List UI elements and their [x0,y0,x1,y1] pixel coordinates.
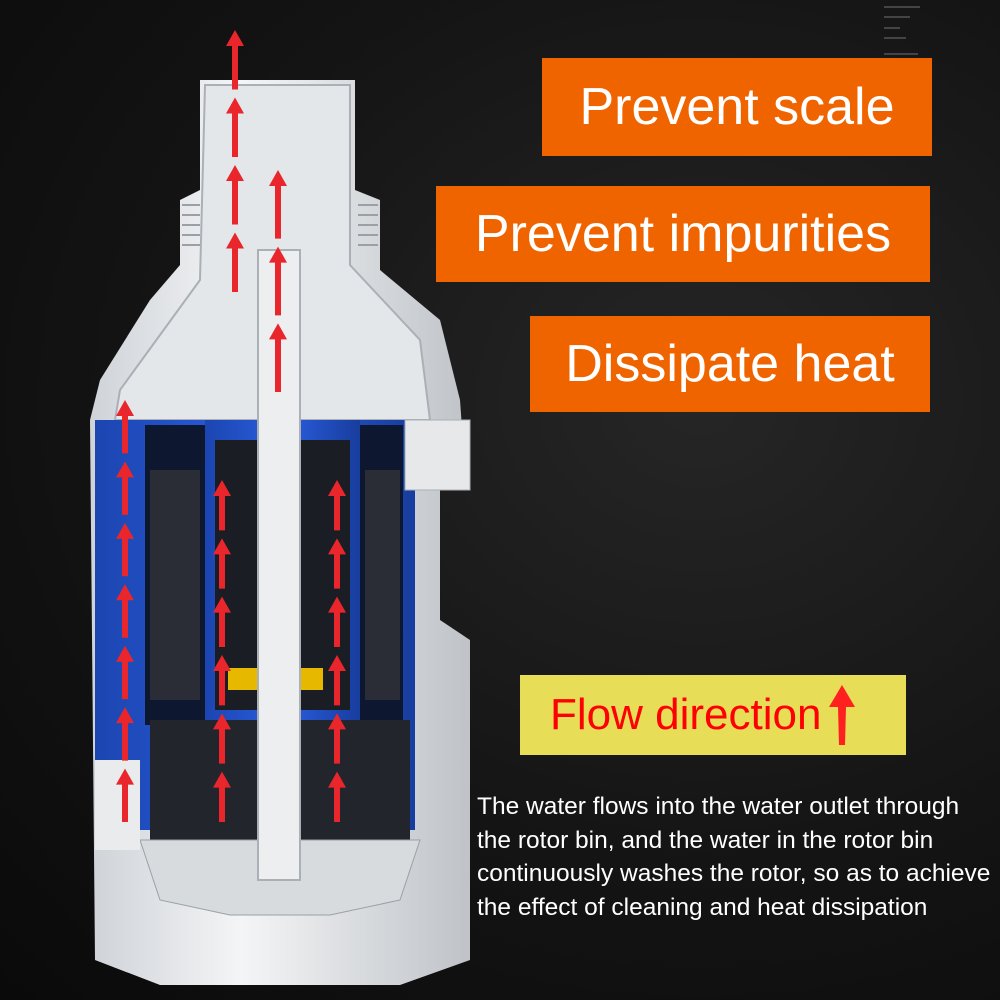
feature-tag-dissipate-heat: Dissipate heat [530,316,930,412]
flow-arrow-icon [269,170,287,239]
flow-arrow-icon [116,400,134,454]
flow-arrow-icon [328,596,346,647]
red-up-arrow-icon [829,685,856,745]
flow-arrow-icon [269,323,287,392]
flow-arrow-icon [116,584,134,638]
flow-arrow-icon [328,771,346,822]
flow-arrow-icon [116,645,134,700]
flow-arrows [116,30,346,822]
feature-tag-prevent-scale: Prevent scale [542,58,932,156]
flow-arrow-icon [213,713,231,764]
flow-arrow-icon [213,596,231,647]
flow-arrow-icon [116,522,134,577]
flow-direction-legend: Flow direction [520,675,906,755]
decor-line [884,53,918,55]
flow-arrow-icon [116,707,134,761]
flow-arrow-icon [328,480,346,531]
flow-arrow-icon [213,771,231,822]
feature-tag-prevent-impurities: Prevent impurities [436,186,930,282]
flow-arrow-icon [328,655,346,706]
flow-arrow-icon [213,538,231,589]
flow-direction-label: Flow direction [550,690,822,739]
flow-arrow-icon [116,768,134,822]
description-text: The water flows into the water outlet th… [477,793,991,921]
flow-arrow-icon [226,232,244,292]
decor-line [884,16,910,18]
decor-line [884,6,920,8]
flow-arrow-icon [328,538,346,589]
flow-arrow-icon [226,97,244,157]
flow-arrow-icon [226,165,244,225]
flow-arrow-icon [269,246,287,316]
flow-arrow-icon [213,655,231,706]
flow-arrow-icon [328,713,346,764]
decor-line [884,37,906,39]
flow-arrow-icon [213,480,231,531]
decor-line [884,27,900,29]
threads [182,204,378,246]
flow-arrow-icon [226,30,244,90]
flow-arrow-icon [116,461,134,515]
